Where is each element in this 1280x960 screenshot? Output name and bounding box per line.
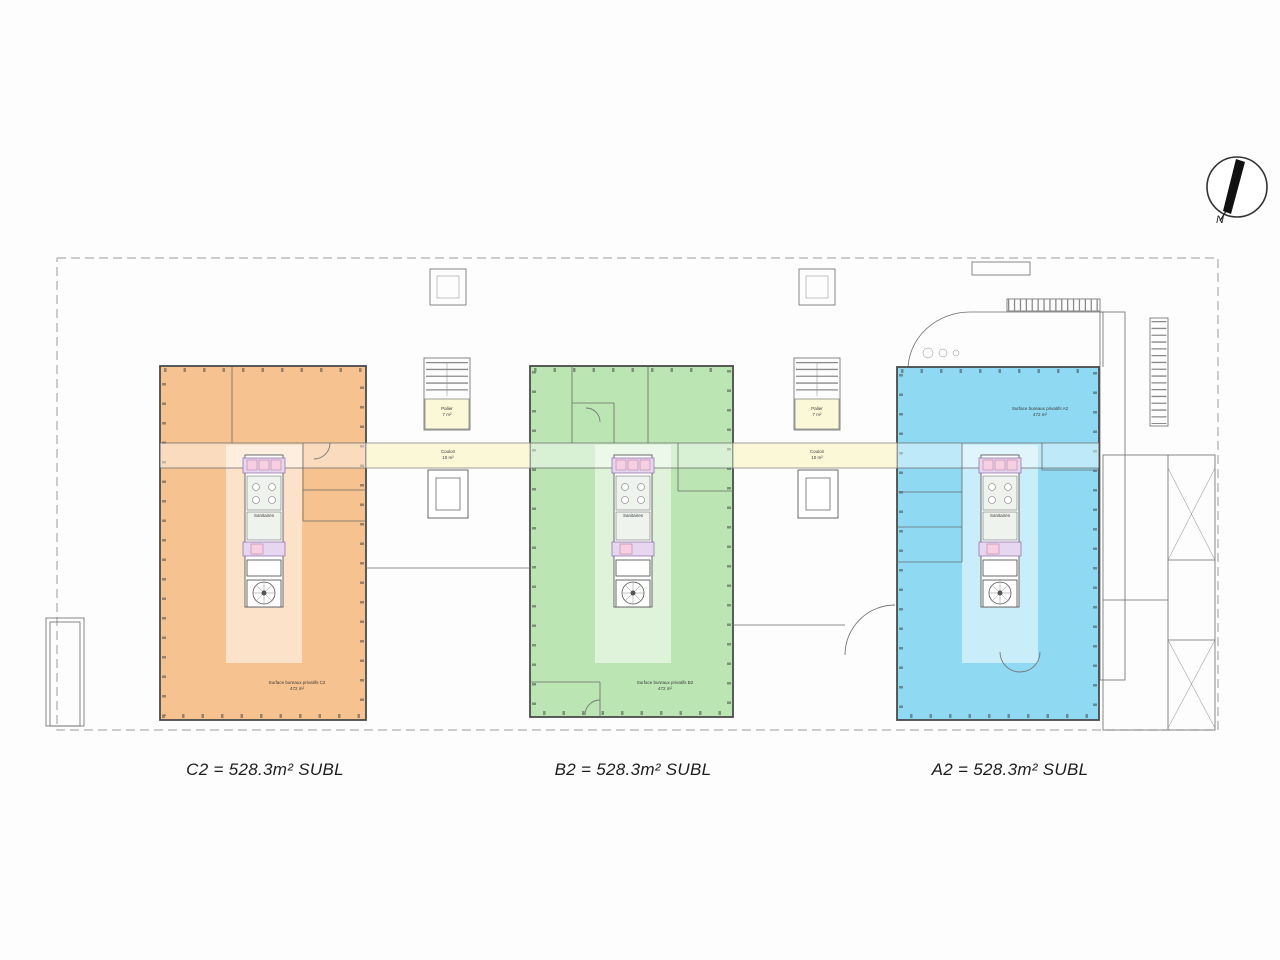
service-core-b2 — [611, 454, 655, 608]
service-core-c2 — [242, 454, 286, 608]
corridor-label-right-line2: 10 m² — [811, 454, 823, 460]
corridor-label-right-line1: Couloir — [809, 449, 825, 454]
unit-label-c2: C2 = 528.3m² SUBL — [186, 760, 344, 779]
landing-label-left: Palier 7 m² — [417, 406, 477, 418]
core-label-c2: Sanitaires — [253, 513, 274, 518]
stair-tower-left — [423, 357, 471, 431]
door-arc-large — [844, 604, 896, 656]
unit-label-a2: A2 = 528.3m² SUBL — [931, 760, 1089, 779]
annotation-b2: Surface bureaux privatifs B2 472 m² — [605, 680, 725, 692]
corridor-label-right: Couloir 10 m² — [777, 449, 857, 461]
compass-north-label: N — [1216, 214, 1224, 226]
balcony-grating — [1006, 298, 1101, 312]
corridor-label-left-line2: 10 m² — [442, 454, 454, 460]
annotation-a2-line2: 472 m² — [1032, 411, 1047, 417]
annotation-b2-line1: Surface bureaux privatifs B2 — [636, 680, 694, 685]
compass-north-arrow — [1206, 156, 1268, 222]
unit-label-b2: B2 = 528.3m² SUBL — [554, 760, 712, 779]
landing-label-right: Palier 7 m² — [787, 406, 847, 418]
corridor-label-left-line1: Couloir — [440, 449, 456, 454]
entrance-hall — [907, 311, 1104, 371]
landing-label-right-line1: Palier — [811, 406, 823, 411]
annotation-c2-line1: Surface bureaux privatifs C2 — [268, 680, 326, 685]
landing-label-left-line2: 7 m² — [442, 411, 452, 417]
site-boundary — [56, 257, 1219, 731]
elevator-shaft-left — [427, 469, 469, 519]
corridor-right — [732, 442, 898, 469]
landing-label-left-line1: Palier — [441, 406, 453, 411]
annotation-c2-line2: 472 m² — [289, 685, 304, 691]
interblock-walls — [366, 567, 845, 626]
annotation-a2: Surface bureaux privatifs A2 472 m² — [980, 406, 1100, 418]
service-core-a2 — [978, 454, 1022, 608]
right-annex — [1099, 311, 1216, 731]
left-outbuilding — [45, 617, 85, 727]
core-label-a2: Sanitaires — [989, 513, 1010, 518]
stair-tower-right — [793, 357, 841, 431]
roof-shaft-left — [429, 268, 467, 306]
core-label-b2: Sanitaires — [622, 513, 643, 518]
roof-strip — [971, 261, 1031, 276]
annotation-a2-line1: Surface bureaux privatifs A2 — [1011, 406, 1069, 411]
roof-shaft-right — [798, 268, 836, 306]
corridor-label-left: Couloir 10 m² — [408, 449, 488, 461]
annotation-c2: Surface bureaux privatifs C2 472 m² — [237, 680, 357, 692]
annotation-b2-line2: 472 m² — [657, 685, 672, 691]
corridor-left — [365, 442, 531, 469]
landing-label-right-line2: 7 m² — [812, 411, 822, 417]
elevator-shaft-right — [797, 469, 839, 519]
